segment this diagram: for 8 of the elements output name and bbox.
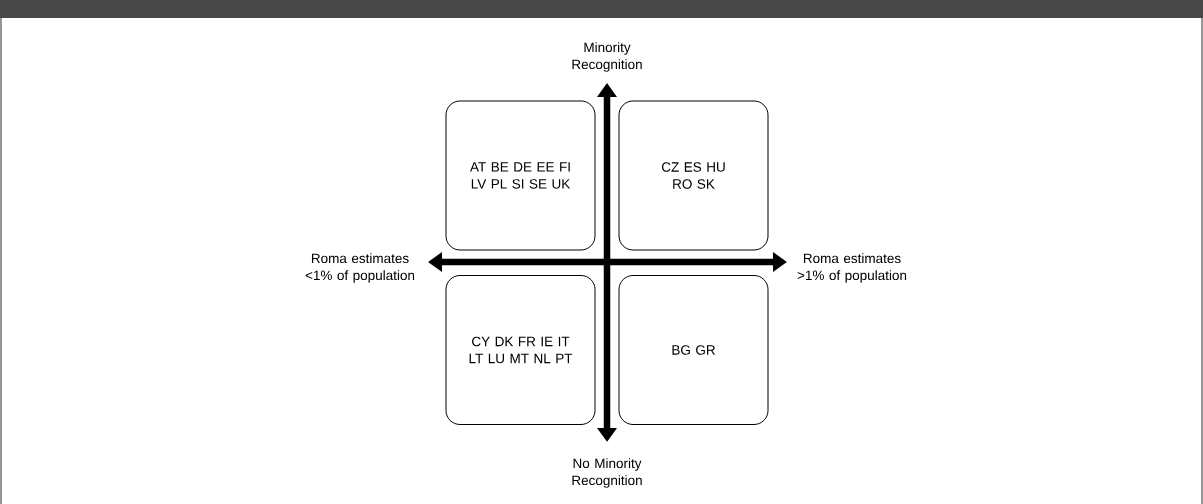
quadrant-box: CY DK FR IE IT LT LU MT NL PT (445, 275, 596, 425)
axis-label: Roma estimates <1% of population (305, 253, 415, 283)
quadrant-box: BG GR (618, 275, 769, 425)
axis-label: Minority Recognition (572, 42, 642, 72)
quadrant-box: CZ ES HU RO SK (618, 100, 769, 251)
axis-label: Roma estimates >1% of population (797, 253, 907, 283)
quadrant-box: AT BE DE EE FI LV PL SI SE UK (445, 100, 596, 251)
axis-label: No Minority Recognition (572, 458, 642, 488)
